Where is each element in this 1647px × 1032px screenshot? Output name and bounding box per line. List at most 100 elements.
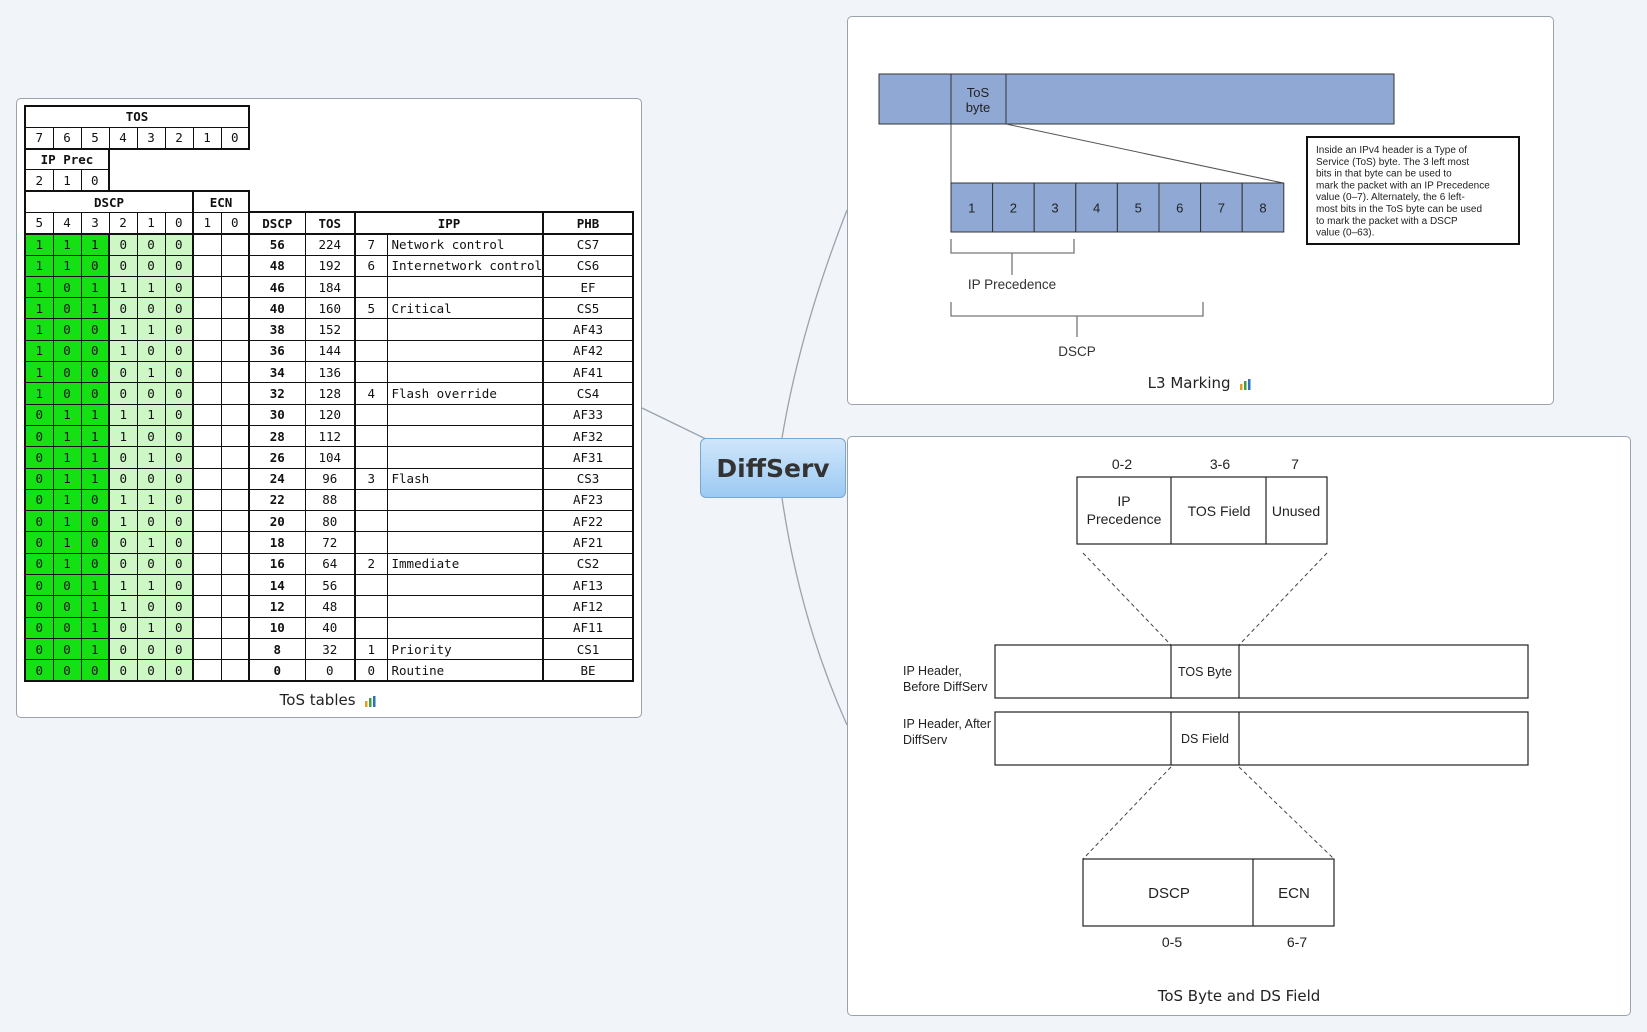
empty-cell (305, 149, 355, 170)
ip-header-before-box (994, 644, 1529, 699)
ipp-number (354, 488, 388, 512)
empty-cell (305, 127, 355, 148)
ipp-number (354, 275, 388, 299)
dscp-bit-cell: 0 (164, 446, 194, 469)
tos-value: 88 (304, 488, 356, 512)
tos-value: 120 (304, 403, 356, 426)
dscp-bit-cell: 1 (108, 510, 138, 533)
ecn-bit-cell (220, 552, 250, 576)
chart-icon[interactable] (364, 695, 378, 707)
dscp-value: 46 (248, 275, 306, 299)
ecn-bit-cell (220, 595, 250, 618)
dscp-bit-cell: 0 (108, 552, 138, 576)
row2-label-line1: IP Header, After (903, 717, 991, 731)
tos-value: 128 (304, 382, 356, 405)
phb-value: AF42 (542, 339, 635, 363)
dscp-bit-cell: 0 (108, 446, 138, 469)
ipp-name (386, 361, 545, 384)
ecn-bit-cell (220, 318, 250, 341)
dscp-bit-cell: 1 (80, 424, 110, 448)
dscp-bit-cell: 1 (24, 233, 54, 256)
ipp-name (386, 595, 545, 618)
dscp-bit-cell: 0 (24, 637, 54, 661)
dscp-bit-cell: 1 (24, 339, 54, 363)
row2-label-line2: DiffServ (903, 733, 948, 747)
empty-cell (355, 170, 387, 191)
ipp-name (386, 318, 545, 341)
l3-bit-box (992, 182, 1035, 233)
l3-bit-box (1200, 182, 1243, 233)
ecn-bit-cell (220, 361, 250, 384)
note-line: most bits in the ToS byte can be used (1316, 204, 1482, 215)
empty-cell (305, 191, 355, 212)
expand-line-right (1005, 123, 1284, 184)
empty-cell (355, 106, 387, 127)
ecn-bit-cell (220, 275, 250, 299)
dscp-bit-cell: 1 (136, 275, 166, 299)
dscp-bit-cell: 0 (164, 595, 194, 618)
ipp-number: 0 (354, 659, 388, 683)
dscp-bit-cell: 1 (52, 446, 82, 469)
empty-cell (193, 170, 221, 191)
tos-ds-field-card[interactable]: 0-2 3-6 7 IP Precedence TOS Field Unused… (847, 436, 1631, 1016)
empty-cell (355, 191, 387, 212)
ipp-name: Network control (386, 233, 545, 256)
ipp-number (354, 574, 388, 597)
ipp-name (386, 403, 545, 426)
phb-value: AF13 (542, 574, 635, 597)
tos-header-row: TOS (24, 104, 633, 128)
phb-value: AF21 (542, 531, 635, 554)
dscp-bit-cell: 0 (80, 254, 110, 277)
dscp-bit-cell: 1 (80, 595, 110, 618)
dscp-bit-cell: 0 (80, 339, 110, 363)
ipp-name (386, 339, 545, 363)
ecn-bit-cell (192, 254, 222, 277)
dscp-bit-cell: 0 (80, 488, 110, 512)
ipp-number: 3 (354, 467, 388, 490)
ecn-field-label: ECN (1278, 885, 1310, 902)
ecn-bit-cell (192, 510, 222, 533)
ipp-name (386, 446, 545, 469)
dscp-bit-cell: 1 (52, 467, 82, 490)
dscp-bit-cell: 1 (136, 574, 166, 597)
chart-icon[interactable] (1239, 378, 1253, 390)
central-topic[interactable]: DiffServ (700, 438, 846, 498)
empty-cell (387, 106, 543, 127)
connector-l3-marking (781, 209, 848, 439)
tos-value: 48 (304, 595, 356, 618)
dscp-bit-cell: 0 (52, 318, 82, 341)
phb-value: AF23 (542, 488, 635, 512)
tos-value: 72 (304, 531, 356, 554)
ipp-number (354, 424, 388, 448)
dscp-bit-cell: 1 (80, 467, 110, 490)
ecn-bit-cell (220, 510, 250, 533)
note-line: value (0–63). (1316, 228, 1374, 239)
range-6-7: 6-7 (1287, 934, 1307, 950)
ipp-name (386, 510, 545, 533)
note-line: value (0–7). Alternately, the 6 left- (1316, 192, 1465, 203)
ecn-bit-cell (220, 574, 250, 597)
dscp-bit-cell: 0 (164, 254, 194, 277)
dscp-bit-cell: 0 (164, 297, 194, 320)
ecn-bit-cell (220, 488, 250, 512)
empty-cell (387, 191, 543, 212)
ipp-number: 2 (354, 552, 388, 576)
note-line: to mark the packet with a DSCP (1316, 216, 1458, 227)
ipp-name: Internetwork control (386, 254, 545, 277)
ipp-number (354, 339, 388, 363)
phb-value: AF33 (542, 403, 635, 426)
tos-byte-label-line1: ToS (967, 85, 990, 100)
dscp-bit-cell: 0 (164, 318, 194, 341)
tos-bit: 4 (108, 126, 138, 150)
dscp-bit-cell: 0 (52, 339, 82, 363)
dscp-bit-cell: 0 (164, 510, 194, 533)
empty-cell (137, 149, 165, 170)
